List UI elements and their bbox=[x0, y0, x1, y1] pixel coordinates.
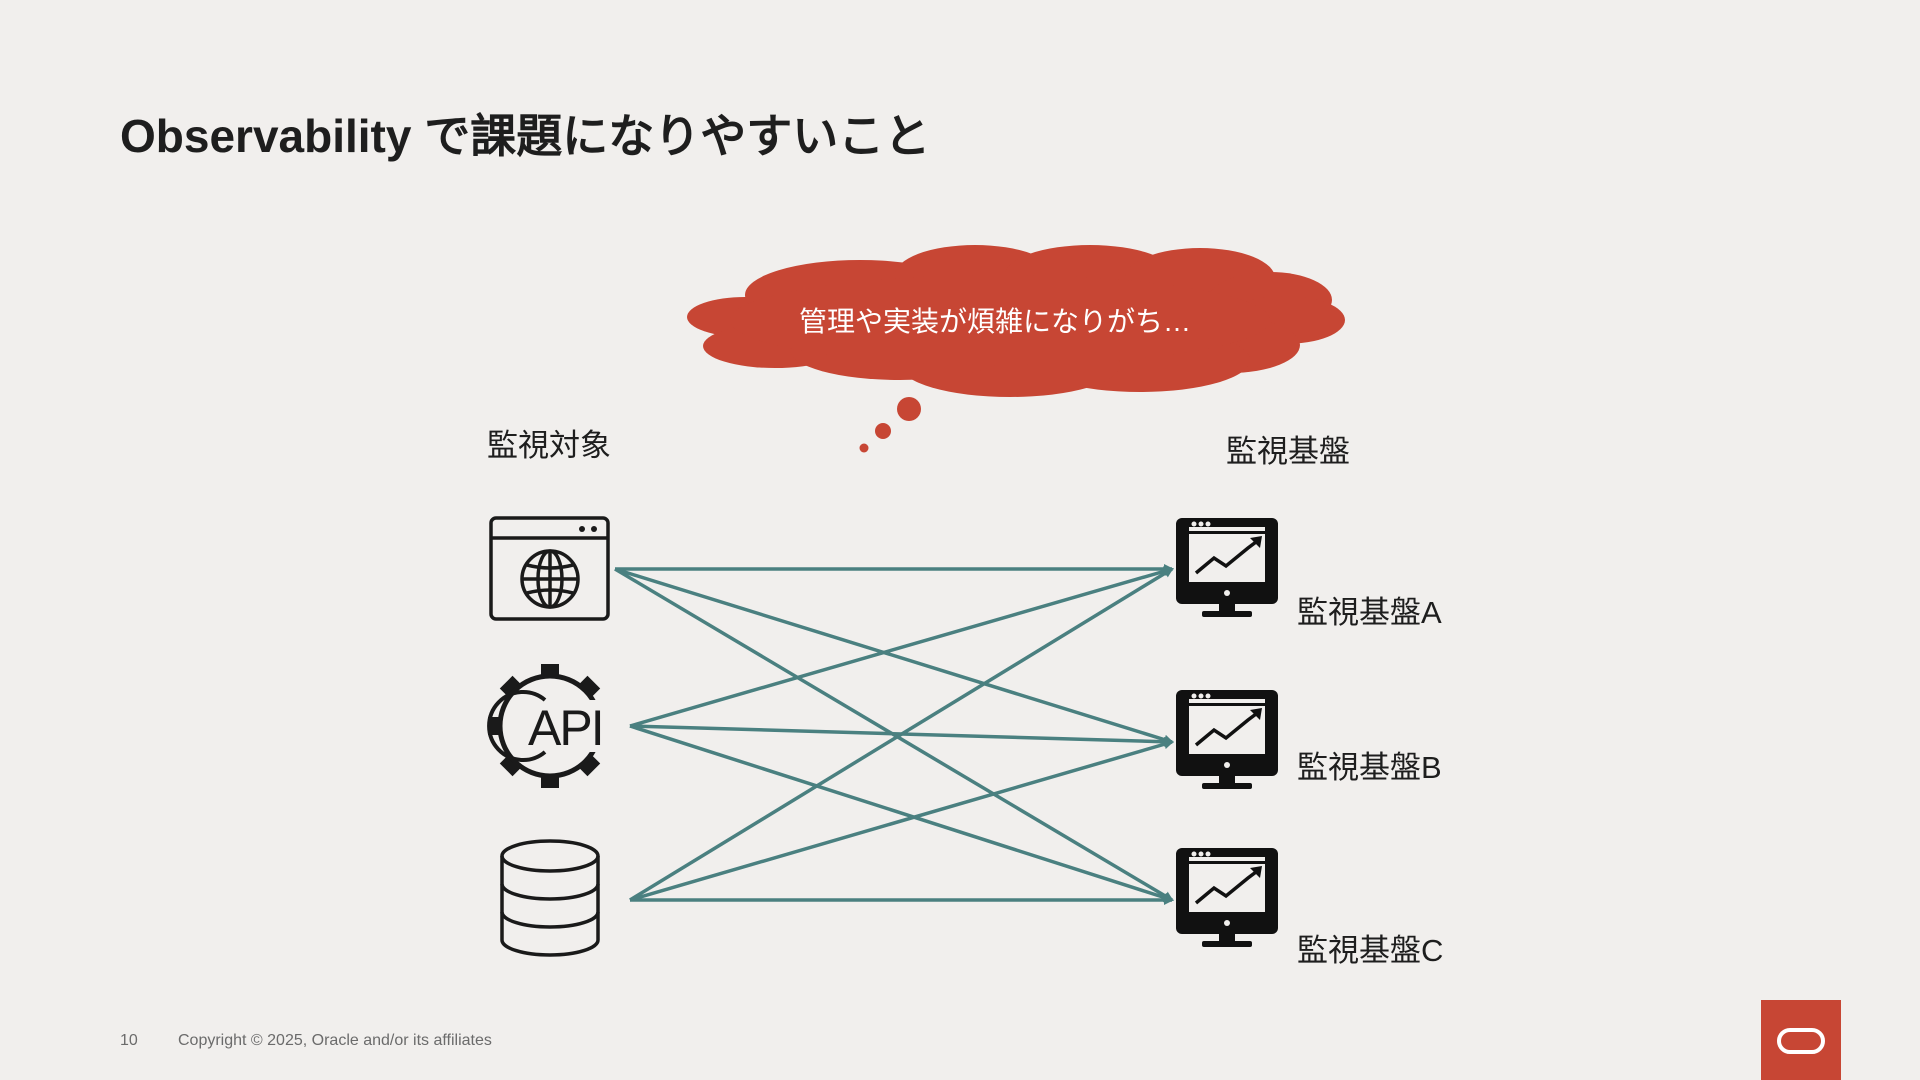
slide-title: Observability で課題になりやすいこと bbox=[120, 110, 931, 162]
oracle-ring-icon bbox=[1777, 1028, 1825, 1054]
connector-api-to-c bbox=[629, 724, 1174, 903]
platform-c-label: 監視基盤C bbox=[1297, 933, 1444, 968]
connector-api-to-a bbox=[629, 566, 1174, 728]
platform-b-label: 監視基盤B bbox=[1297, 750, 1442, 785]
page-number: 10 bbox=[120, 1032, 138, 1049]
copyright-text: Copyright © 2025, Oracle and/or its affi… bbox=[178, 1032, 492, 1049]
thought-bubble-cloud bbox=[687, 245, 1345, 453]
database-icon bbox=[500, 839, 600, 957]
connector-db-to-a bbox=[629, 567, 1174, 902]
monitoring-monitor-icon-a bbox=[1176, 518, 1278, 617]
platform-a-label: 監視基盤A bbox=[1297, 595, 1442, 630]
web-browser-globe-icon bbox=[489, 516, 610, 621]
connector-web-to-b bbox=[614, 567, 1174, 745]
monitoring-monitor-icon-c bbox=[1176, 848, 1278, 947]
svg-text:API: API bbox=[528, 700, 603, 756]
monitoring-platform-heading: 監視基盤 bbox=[1226, 434, 1350, 469]
thought-bubble-text: 管理や実装が煩雑になりがち… bbox=[798, 306, 1191, 337]
oracle-logo bbox=[1761, 1000, 1841, 1080]
monitored-targets-heading: 監視対象 bbox=[487, 428, 611, 463]
api-gear-icon: API bbox=[487, 664, 615, 788]
connector-lines bbox=[614, 564, 1174, 905]
monitoring-monitor-icon-b bbox=[1176, 690, 1278, 789]
connector-db-to-b bbox=[629, 739, 1174, 902]
